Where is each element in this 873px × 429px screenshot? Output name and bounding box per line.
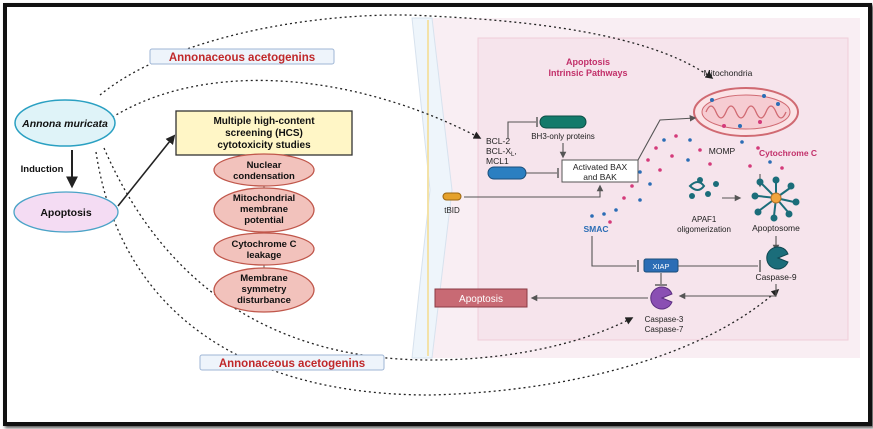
smac-label: SMAC [583, 224, 608, 234]
hcs-line-1: Multiple high-content [213, 116, 315, 127]
bax-line-2: and BAK [583, 172, 617, 182]
released-molecules [590, 134, 784, 224]
study-2-line-3: potential [244, 215, 284, 226]
induction-label: Induction [21, 164, 64, 175]
study-4-line-3: disturbance [237, 295, 291, 306]
mitochondria-icon [693, 87, 799, 137]
acetogenins-label-bottom-box [199, 354, 385, 371]
apaf1-label-2: oligomerization [677, 225, 731, 234]
bcl-pill [487, 166, 527, 180]
caspase9-icon [766, 246, 789, 270]
casp9-to-casp3-arrow [678, 284, 777, 300]
study-1-line-1: Nuclear [247, 160, 282, 171]
hcs-box [175, 110, 353, 156]
momp-label: MOMP [709, 146, 736, 156]
study-membrane-symmetry [213, 267, 315, 313]
apoptosis-output-label: Apoptosis [459, 294, 503, 305]
study-1-line-2: condensation [233, 171, 295, 182]
hcs-line-3: cytotoxicity studies [217, 140, 311, 151]
apaf1-label-1: APAF1 [692, 215, 717, 224]
study-2-line-2: membrane [240, 204, 288, 215]
acetogenins-label-top-box [149, 48, 335, 65]
study-mitochondrial-potential [213, 187, 315, 233]
hcs-line-2: screening (HCS) [225, 128, 303, 139]
acetogenins-label-top: Annonaceous acetogenins [169, 52, 315, 64]
apoptosome-icon [751, 176, 800, 222]
xiap-label: XIAP [652, 262, 669, 271]
caspase7-label: Caspase-7 [645, 325, 684, 334]
study-4-line-1: Membrane [240, 273, 288, 284]
caspase3-label: Caspase-3 [645, 315, 684, 324]
dotted-curve-caspase3 [103, 147, 634, 361]
mcl1-label: MCL1 [486, 156, 509, 166]
study-3-line-1: Cytochrome C [232, 239, 297, 250]
dotted-curve-bottom [95, 151, 780, 396]
study-3-line-2: leakage [247, 250, 282, 261]
caspase37-icon [650, 286, 673, 310]
bax-to-mito-arrow [637, 115, 697, 161]
tbid-to-bax-arrow [464, 184, 604, 198]
pathway-title-1: Apoptosis [566, 57, 610, 67]
bax-line-1: Activated BAX [573, 162, 628, 172]
tbid-pill [442, 192, 462, 201]
apoptosis-output-box [434, 288, 528, 308]
annona-muricata-node [14, 99, 116, 147]
apoptosis-node-label: Apoptosis [40, 207, 91, 219]
bcl2-label: BCL-2 [486, 136, 510, 146]
bax-box [561, 159, 639, 183]
hcs-arrow [117, 134, 176, 207]
study-cytochrome-leakage [213, 232, 315, 266]
annona-muricata-label: Annona muricata [21, 118, 108, 130]
smac-inhibit-xiap [591, 236, 636, 267]
dotted-curve-top [99, 14, 714, 96]
mitochondria-label: Mitochondria [704, 68, 753, 78]
bclx-label: BCL-XL, [486, 146, 517, 158]
tbid-label: tBID [444, 206, 460, 215]
dotted-curve-bh3 [107, 79, 482, 139]
acetogenins-label-bottom: Annonaceous acetogenins [219, 358, 365, 370]
bcl-inhibit-bh3 [507, 121, 536, 138]
cytochrome-c-label: Cytochrome C [759, 148, 817, 158]
chevron-divider [411, 17, 453, 359]
bh3-label: BH3-only proteins [531, 132, 595, 141]
study-2-line-1: Mitochondrial [233, 193, 295, 204]
apoptosome-label: Apoptosome [752, 223, 800, 233]
apoptosis-node [13, 191, 119, 233]
pathway-title-2: Intrinsic Pathways [548, 68, 627, 78]
apaf1-icon [688, 177, 719, 199]
study-4-line-2: symmetry [242, 284, 288, 295]
caspase9-label: Caspase-9 [755, 272, 796, 282]
bh3-pill [539, 115, 587, 129]
study-nuclear-condensation [213, 153, 315, 187]
